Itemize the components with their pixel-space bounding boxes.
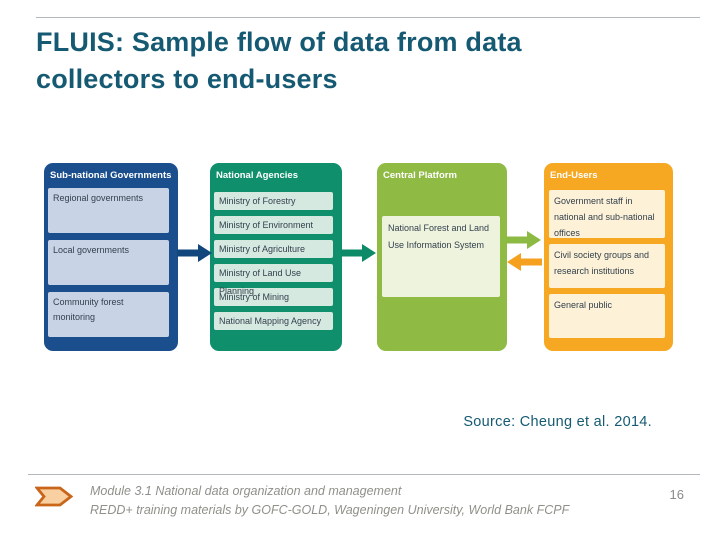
column-header: National Agencies [216, 170, 299, 181]
footer-module-line: Module 3.1 National data organization an… [90, 484, 402, 498]
chevron-arrow-icon [35, 486, 73, 507]
footer-divider [28, 474, 700, 475]
column-item: Community forest monitoring [48, 292, 169, 337]
flow-arrow-left-icon [507, 253, 542, 271]
column-item: Ministry of Mining [214, 288, 333, 306]
column-item: General public [549, 294, 665, 338]
column-item: Regional governments [48, 188, 169, 233]
column-header: Central Platform [383, 170, 457, 181]
flow-arrow-right-icon [341, 244, 376, 262]
top-divider [36, 17, 700, 18]
column-item: Civil society groups and research instit… [549, 244, 665, 288]
footer-credits: Module 3.1 National data organization an… [90, 482, 630, 520]
column-item: National Forest and Land Use Information… [382, 216, 500, 297]
column-item: Ministry of Agriculture [214, 240, 333, 258]
footer-materials-line: REDD+ training materials by GOFC-GOLD, W… [90, 503, 570, 517]
column-header: Sub-national Governments [50, 170, 172, 181]
column-item: Ministry of Environment [214, 216, 333, 234]
column-item: Government staff in national and sub-nat… [549, 190, 665, 238]
column-item: Ministry of Forestry [214, 192, 333, 210]
source-citation: Source: Cheung et al. 2014. [463, 414, 652, 430]
column-items: Government staff in national and sub-nat… [549, 190, 665, 344]
page-title: FLUIS: Sample flow of data from data col… [36, 24, 656, 98]
column-header: End-Users [550, 170, 598, 181]
flow-arrow-right-icon [506, 231, 541, 249]
page-title-line1: FLUIS: Sample flow of data from data [36, 27, 522, 57]
column-items: National Forest and Land Use Information… [382, 216, 500, 297]
column-item: Ministry of Land Use Planning [214, 264, 333, 296]
page-number: 16 [669, 487, 684, 502]
page-title-line2: collectors to end-users [36, 64, 338, 94]
flow-arrow-right-icon [177, 244, 212, 262]
column-item: Local governments [48, 240, 169, 285]
column-item: National Mapping Agency [214, 312, 333, 330]
